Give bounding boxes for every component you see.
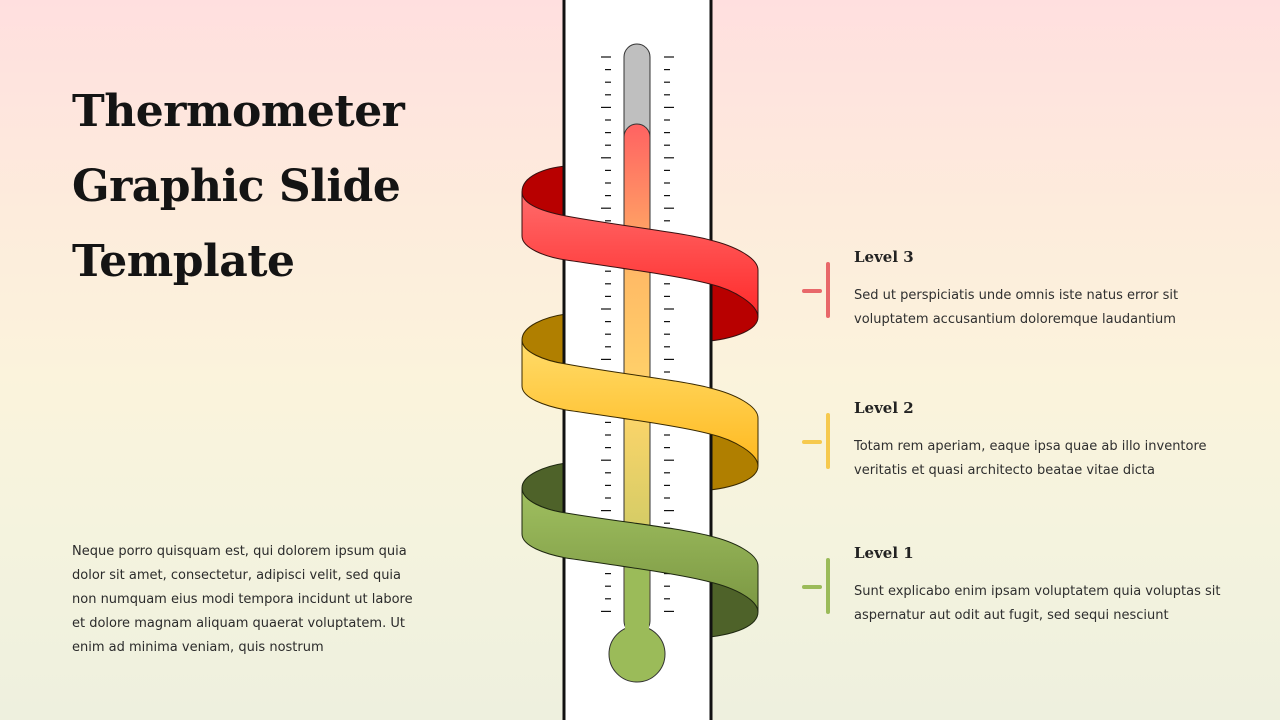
title-line-3: Template [72,236,295,287]
slide-title: Thermometer Graphic Slide Template [72,74,492,299]
title-line-2: Graphic Slide [72,161,401,212]
level-3-text: Sed ut perspiciatis unde omnis iste natu… [854,288,1179,327]
level-2-marker [800,413,840,473]
ribbon-backs [521,165,759,638]
ribbon-yellow-front [521,339,759,467]
ribbon-green-front [521,487,759,613]
level-2-text: Totam rem aperiam, eaque ipsa quae ab il… [854,439,1207,478]
level-2-label: Level 2 [854,399,914,417]
title-line-1: Thermometer [72,86,405,137]
level-1-marker [800,558,840,618]
level-1-label: Level 1 [854,544,914,562]
level-3-marker [800,262,840,322]
slide-body-text: Neque porro quisquam est, qui dolorem ip… [72,544,413,655]
level-3-label: Level 3 [854,248,914,266]
level-1-text: Sunt explicabo enim ipsam voluptatem qui… [854,584,1221,623]
ribbon-red-front [521,191,759,318]
